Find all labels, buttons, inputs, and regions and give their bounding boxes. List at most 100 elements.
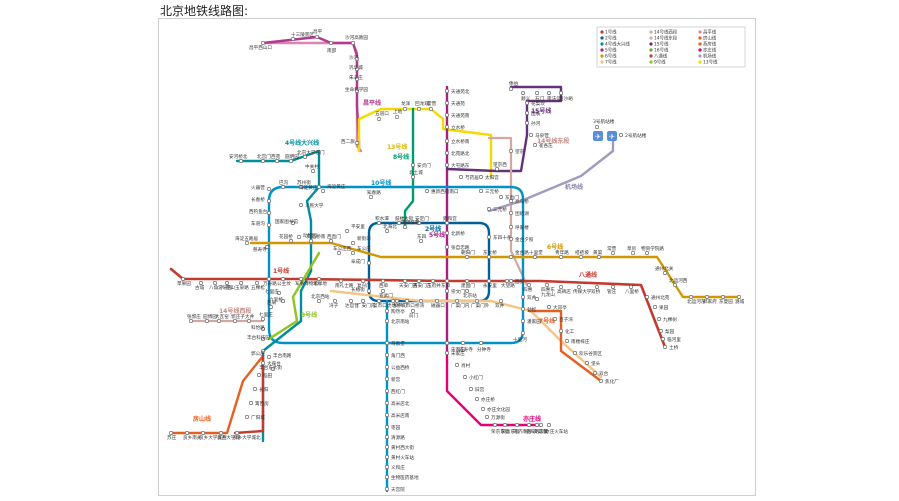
station-label[interactable]: 高碑店 <box>557 288 571 295</box>
station-dot[interactable] <box>596 255 601 260</box>
station-label[interactable]: 崇文门 <box>451 288 465 295</box>
station-label[interactable]: 安贞门 <box>417 162 431 169</box>
station-dot[interactable] <box>418 239 423 244</box>
station-label[interactable]: 木樨地 <box>313 280 327 287</box>
station-dot[interactable] <box>390 298 395 303</box>
station-dot[interactable] <box>266 223 271 228</box>
station-dot[interactable] <box>656 316 661 321</box>
station-dot[interactable] <box>310 169 315 174</box>
station-dot[interactable] <box>394 115 399 120</box>
station-dot[interactable] <box>486 207 491 212</box>
station-label[interactable]: 天宫院 <box>391 486 405 493</box>
station-dot[interactable] <box>652 304 657 309</box>
station-dot[interactable] <box>474 396 479 401</box>
station-dot[interactable] <box>478 175 483 180</box>
station-dot[interactable] <box>260 316 265 321</box>
station-label[interactable]: 郭公庄 <box>251 350 265 357</box>
station-dot[interactable] <box>354 77 359 82</box>
station-label[interactable]: 西单 <box>379 282 389 289</box>
station-dot[interactable] <box>688 294 693 299</box>
station-dot[interactable] <box>444 340 449 345</box>
station-label[interactable]: 西红门 <box>391 388 405 395</box>
station-dot[interactable] <box>544 282 549 287</box>
station-dot[interactable] <box>534 91 539 96</box>
station-dot[interactable] <box>280 298 285 303</box>
station-label[interactable]: 望京 <box>515 148 525 155</box>
station-dot[interactable] <box>598 378 603 383</box>
station-label[interactable]: 前门 <box>409 312 419 319</box>
station-label[interactable]: 义和庄 <box>391 464 405 471</box>
station-label[interactable]: 巩华城 <box>349 64 363 71</box>
station-dot[interactable] <box>245 414 250 419</box>
station-dot[interactable] <box>454 298 459 303</box>
station-label[interactable]: 次渠 <box>539 428 549 435</box>
station-label[interactable]: 八宝山 <box>221 284 235 291</box>
station-label[interactable]: 欢乐谷景区 <box>579 350 602 357</box>
station-label[interactable]: 王府井 <box>427 282 441 289</box>
station-label[interactable]: 北京站 <box>463 292 477 299</box>
station-dot[interactable] <box>662 270 667 275</box>
station-dot[interactable] <box>532 255 537 260</box>
station-dot[interactable] <box>199 280 204 285</box>
station-dot[interactable] <box>454 362 459 367</box>
station-dot[interactable] <box>384 464 389 469</box>
station-dot[interactable] <box>486 278 491 283</box>
station-dot[interactable] <box>384 486 389 491</box>
station-dot[interactable] <box>464 288 469 293</box>
station-dot[interactable] <box>578 255 583 260</box>
station-dot[interactable] <box>558 255 563 260</box>
station-label[interactable]: 鼓楼大街 <box>395 215 414 222</box>
station-label[interactable]: 昌平西山口 <box>249 44 272 51</box>
station-dot[interactable] <box>444 151 449 156</box>
station-label[interactable]: 国贸 <box>515 278 525 285</box>
station-dot[interactable] <box>384 474 389 479</box>
station-dot[interactable] <box>444 350 449 355</box>
station-label[interactable]: 平安里 <box>351 223 365 230</box>
station-dot[interactable] <box>474 298 479 303</box>
station-label[interactable]: 虎坊桥 <box>387 302 401 309</box>
station-label[interactable]: 车道沟 <box>251 220 265 227</box>
station-dot[interactable] <box>225 280 230 285</box>
station-dot[interactable] <box>630 251 635 256</box>
station-dot[interactable] <box>354 67 359 72</box>
station-label[interactable]: 宣武门 <box>379 292 393 299</box>
station-dot[interactable] <box>492 422 497 427</box>
station-dot[interactable] <box>704 294 709 299</box>
station-label[interactable]: 东四 <box>417 233 427 240</box>
station-label[interactable]: 中关村 <box>305 163 319 170</box>
station-label[interactable]: 通州北关 <box>655 265 674 272</box>
station-label[interactable]: 达官营 <box>345 302 359 309</box>
station-label[interactable]: 万源街 <box>491 414 505 421</box>
station-label[interactable]: 垡头 <box>591 360 601 367</box>
station-label[interactable]: 张自忠路 <box>451 244 470 251</box>
station-label[interactable]: 生物医药基地 <box>391 474 419 481</box>
station-label[interactable]: 亮马桥 <box>515 198 529 205</box>
station-label[interactable]: 霍营 <box>427 100 437 107</box>
station-dot[interactable] <box>514 422 519 427</box>
station-dot[interactable] <box>484 414 489 419</box>
station-label[interactable]: 北新桥 <box>451 230 465 237</box>
station-label[interactable]: 西直门 <box>327 233 341 240</box>
station-dot[interactable] <box>508 149 513 154</box>
station-dot[interactable] <box>255 280 260 285</box>
station-label[interactable]: 望京西 <box>493 161 507 168</box>
station-label[interactable]: 亦庄文化园 <box>487 406 510 413</box>
station-label[interactable]: 上地 <box>393 108 403 115</box>
station-label[interactable]: 亦庄桥 <box>481 396 495 403</box>
station-label[interactable]: 北京大学东门 <box>297 149 325 156</box>
station-label[interactable]: 磁器口 <box>431 302 445 309</box>
station-label[interactable]: 四惠东 <box>541 286 555 293</box>
station-label[interactable]: 百子湾 <box>559 316 573 323</box>
station-dot[interactable] <box>494 167 499 172</box>
station-dot[interactable] <box>444 231 449 236</box>
station-label[interactable]: 花园桥 <box>279 233 293 240</box>
station-dot[interactable] <box>508 278 513 283</box>
station-dot[interactable] <box>498 195 503 200</box>
station-label[interactable]: 科怡路 <box>251 324 265 331</box>
station-label[interactable]: 古城 <box>195 284 205 291</box>
station-dot[interactable] <box>376 221 381 226</box>
station-label[interactable]: 旧宫 <box>475 386 485 393</box>
station-dot[interactable] <box>404 298 409 303</box>
station-dot[interactable] <box>468 386 473 391</box>
